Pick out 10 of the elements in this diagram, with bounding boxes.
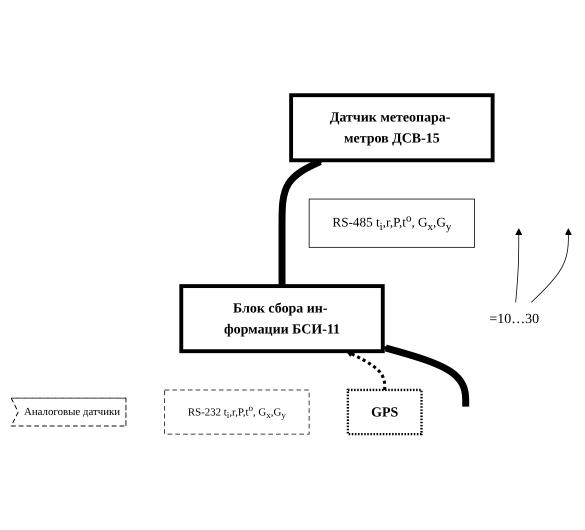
node-box: GPS bbox=[346, 389, 423, 436]
node-box: Датчик метеопара- метров ДСВ-15 bbox=[289, 94, 495, 163]
node-text: =10…30 bbox=[489, 310, 540, 326]
arrow bbox=[382, 344, 470, 407]
arrow bbox=[515, 228, 522, 304]
node-box: RS-485 t$_{i}$,r,P,t$^{o}$, G$_{x}$,G$_{y}$ bbox=[308, 199, 475, 248]
node-box: RS-232 t$_{i}$,r,P,t$^{o}$, G$_{x}$,G$_{y}$ bbox=[164, 390, 310, 435]
arrow bbox=[530, 228, 572, 304]
arrow bbox=[346, 351, 386, 390]
node-box: Блок сбора ин- формации БСИ-11 bbox=[179, 284, 385, 354]
